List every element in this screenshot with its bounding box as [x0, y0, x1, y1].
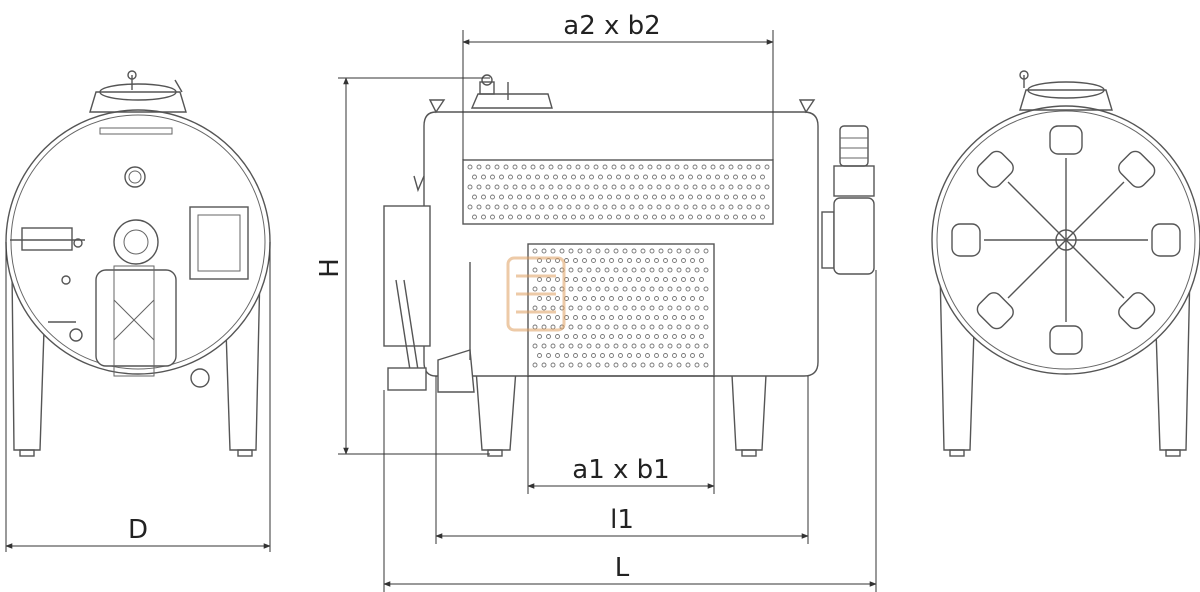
left-view-control-panel [189, 206, 249, 280]
right-end-view [931, 70, 1200, 457]
side-view-motor-flange [821, 211, 835, 269]
left-view-foot-right [237, 449, 253, 457]
watermark-logo [506, 256, 566, 332]
dim-label-H: H [315, 258, 345, 278]
left-view-foot-left [19, 449, 35, 457]
left-view-valve [21, 227, 73, 251]
agitator-paddles [951, 125, 1181, 355]
dim-label-a2b2: a2 x b2 [563, 11, 660, 41]
side-view-motor [839, 125, 869, 167]
dim-label-L: L [615, 553, 630, 583]
upper-screen-holes [467, 164, 770, 220]
left-view-top-slot [99, 127, 173, 135]
left-end-view [5, 70, 271, 457]
left-view-top-manhole [89, 91, 187, 113]
left-view-center-flange [113, 219, 159, 265]
discharge-door-holes [532, 248, 709, 368]
side-view-discharge-door [527, 243, 715, 377]
side-view-left-housing [383, 205, 431, 347]
dimensions: a2 x b2 H a1 x b1 l1 L D [5, 11, 877, 592]
left-view-outlet [190, 368, 210, 388]
side-view-gearbox [833, 197, 875, 275]
side-view-left-motor [387, 367, 427, 391]
left-view-sight-glass [124, 166, 146, 188]
side-view [383, 74, 875, 457]
dim-label-l1: l1 [610, 505, 634, 535]
dim-label-a1b1: a1 x b1 [572, 455, 669, 485]
side-view-top-manhole [470, 93, 553, 109]
agitator-hub [1055, 229, 1077, 251]
right-view-top-manhole [1019, 89, 1113, 111]
dim-label-D: D [128, 515, 148, 545]
side-view-upper-screen [462, 159, 774, 225]
